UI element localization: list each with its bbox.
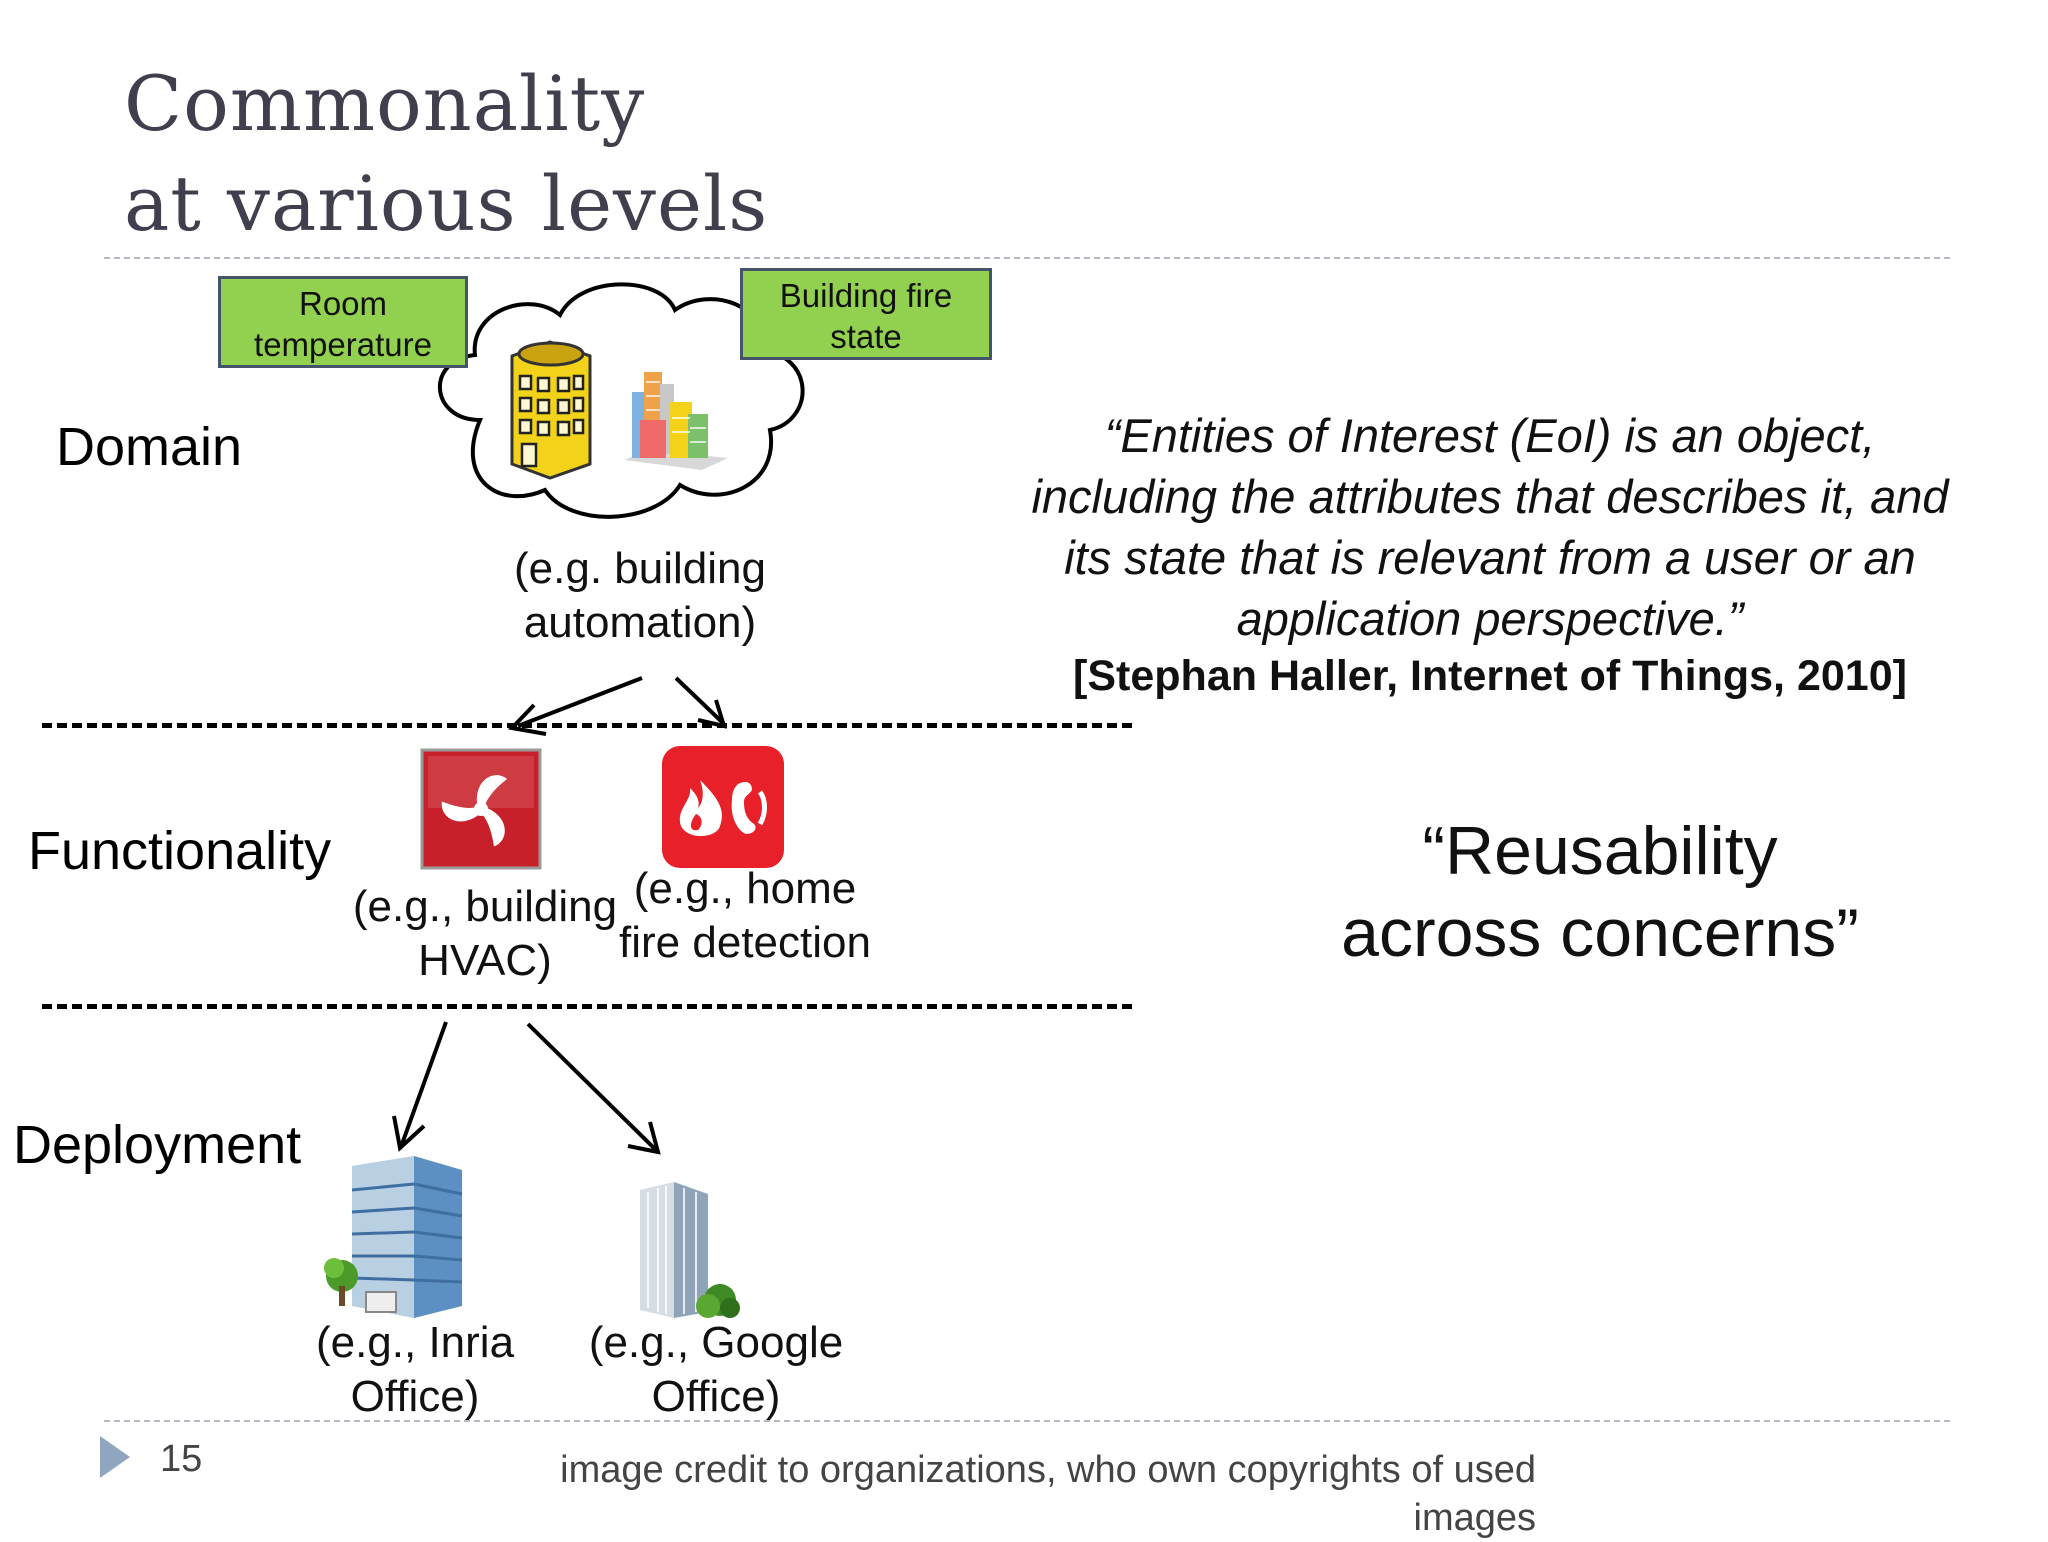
footer-separator (104, 1420, 1950, 1422)
arrow-domain-to-hvac (517, 676, 643, 728)
page-number: 15 (160, 1438, 203, 1480)
image-credit: image credit to organizations, who own c… (480, 1446, 1536, 1542)
hvac-fan-icon (420, 748, 542, 870)
caption-google-line2: Office) (651, 1372, 781, 1421)
arrow-to-google (526, 1022, 658, 1152)
caption-fire-detection: (e.g., home fire detection (610, 862, 880, 970)
reusability-line2: across concerns” (1341, 895, 1859, 971)
title-separator (104, 257, 1950, 259)
slide-bullet-triangle-icon (100, 1436, 130, 1478)
caption-google-line1: (e.g., Google (588, 1318, 844, 1367)
tag-room-temperature: Room temperature (218, 276, 468, 368)
quote-citation: [Stephan Haller, Internet of Things, 201… (1073, 652, 1907, 700)
arrow-to-inria (400, 1021, 448, 1145)
quote-line1: “Entities of Interest (EoI) is an object… (1104, 409, 1876, 462)
credit-line1: image credit to organizations, who own c… (560, 1449, 1536, 1491)
caption-building-automation: (e.g. building automation) (480, 542, 800, 650)
yellow-building-icon (510, 340, 592, 480)
level-functionality: Functionality (28, 821, 332, 881)
tag-building-fire-state: Building fire state (740, 268, 992, 360)
caption-building-automation-line1: (e.g. building (514, 544, 766, 593)
caption-hvac: (e.g., building HVAC) (340, 880, 630, 988)
city-icon (624, 372, 728, 470)
slide-title: Commonality at various levels (124, 54, 768, 254)
caption-hvac-line2: HVAC) (418, 936, 552, 985)
quote-line3: its state that is relevant from a user o… (1064, 531, 1916, 584)
title-line-1: Commonality (124, 59, 646, 148)
separator-domain-functionality (42, 723, 1132, 728)
level-deployment: Deployment (13, 1115, 302, 1175)
reusability-line1: “Reusability (1422, 813, 1778, 889)
caption-hvac-line1: (e.g., building (352, 882, 618, 931)
caption-fire-line2: fire detection (619, 918, 871, 967)
caption-google-office: (e.g., Google Office) (566, 1316, 866, 1424)
caption-inria-office: (e.g., Inria Office) (290, 1316, 540, 1424)
level-domain: Domain (56, 417, 243, 477)
quote-line4: application perspective.” (1236, 592, 1744, 645)
caption-building-automation-line2: automation) (523, 598, 757, 647)
eoi-quote: “Entities of Interest (EoI) is an object… (960, 405, 2020, 649)
title-line-2: at various levels (124, 159, 769, 248)
quote-line2: including the attributes that describes … (1031, 470, 1949, 523)
caption-inria-line1: (e.g., Inria (315, 1318, 515, 1367)
office-building-icon (324, 1156, 463, 1318)
credit-line2: images (1413, 1497, 1537, 1539)
fire-alarm-icon (662, 746, 784, 868)
tower-building-icon (640, 1182, 740, 1318)
caption-inria-line2: Office) (350, 1372, 480, 1421)
caption-fire-line1: (e.g., home (633, 864, 857, 913)
arrow-domain-to-fire (674, 676, 724, 724)
separator-functionality-deployment (42, 1004, 1132, 1009)
reusability-statement: “Reusability across concerns” (1300, 810, 1900, 974)
